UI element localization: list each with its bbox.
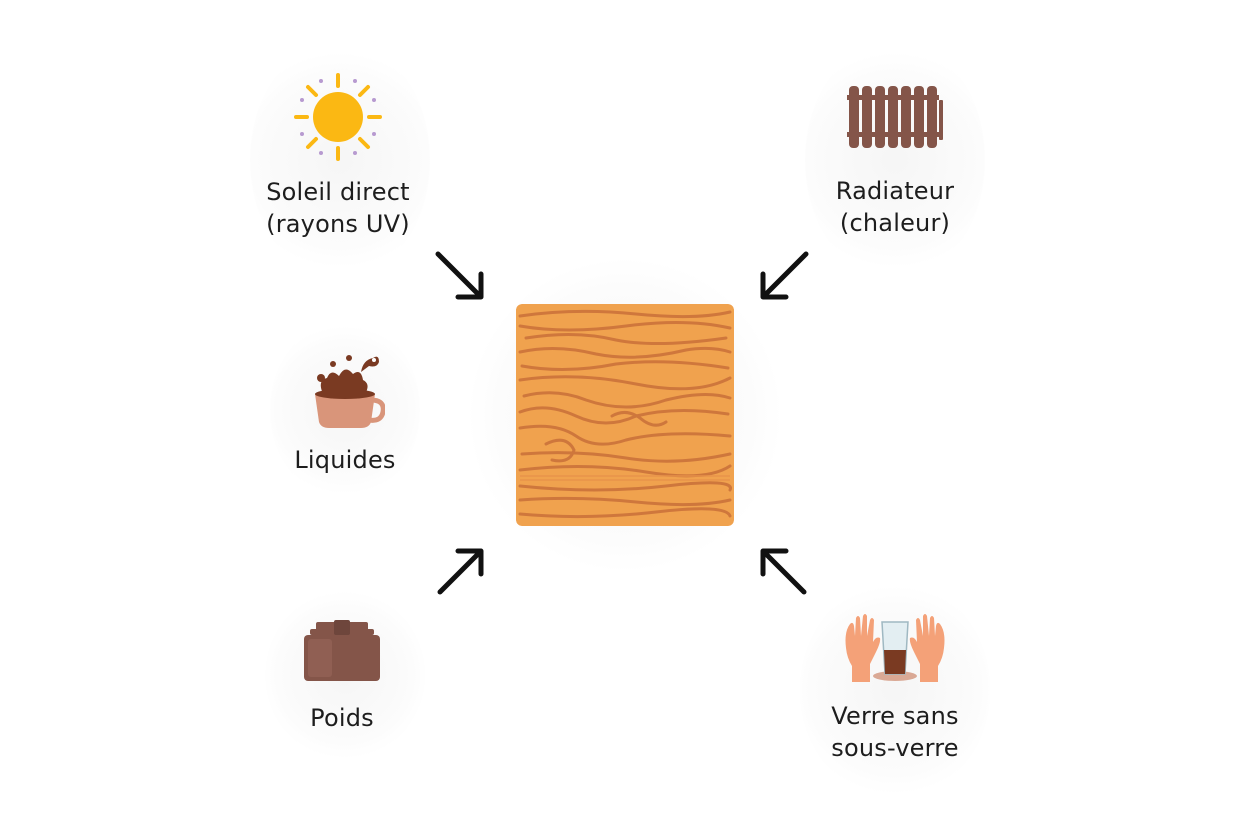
arrow-glass-to-board <box>760 548 807 595</box>
glass-hands-icon <box>845 614 945 682</box>
node-radiator: Radiateur (chaleur) <box>775 80 1015 239</box>
radiator-label-line1: Radiateur <box>835 177 955 205</box>
arrow-weight-to-board <box>437 548 484 595</box>
arrow-radiator-to-board <box>760 251 809 300</box>
sun-label-line1: Soleil direct <box>266 178 410 206</box>
sun-icon <box>294 73 382 161</box>
glass-label-line1: Verre sans <box>831 702 959 730</box>
glass-label-line2: sous-verre <box>831 734 959 762</box>
arrow-sun-to-board <box>435 251 484 300</box>
weight-label: Poids <box>310 704 374 732</box>
glass-glow <box>800 580 990 800</box>
sun-label-line2: (rayons UV) <box>266 210 410 238</box>
liquids-label: Liquides <box>294 446 396 474</box>
radiator-icon <box>847 86 943 148</box>
radiator-glow <box>805 40 985 280</box>
node-weight: Poids <box>222 618 462 734</box>
coffee-splash-icon <box>315 355 385 428</box>
node-sun: Soleil direct (rayons UV) <box>218 72 458 240</box>
radiator-label-line2: (chaleur) <box>839 209 951 237</box>
weight-block-icon <box>304 620 380 681</box>
node-glass: Verre sans sous-verre <box>775 612 1015 764</box>
wood-board-icon <box>516 304 734 526</box>
node-liquids: Liquides <box>225 350 465 476</box>
